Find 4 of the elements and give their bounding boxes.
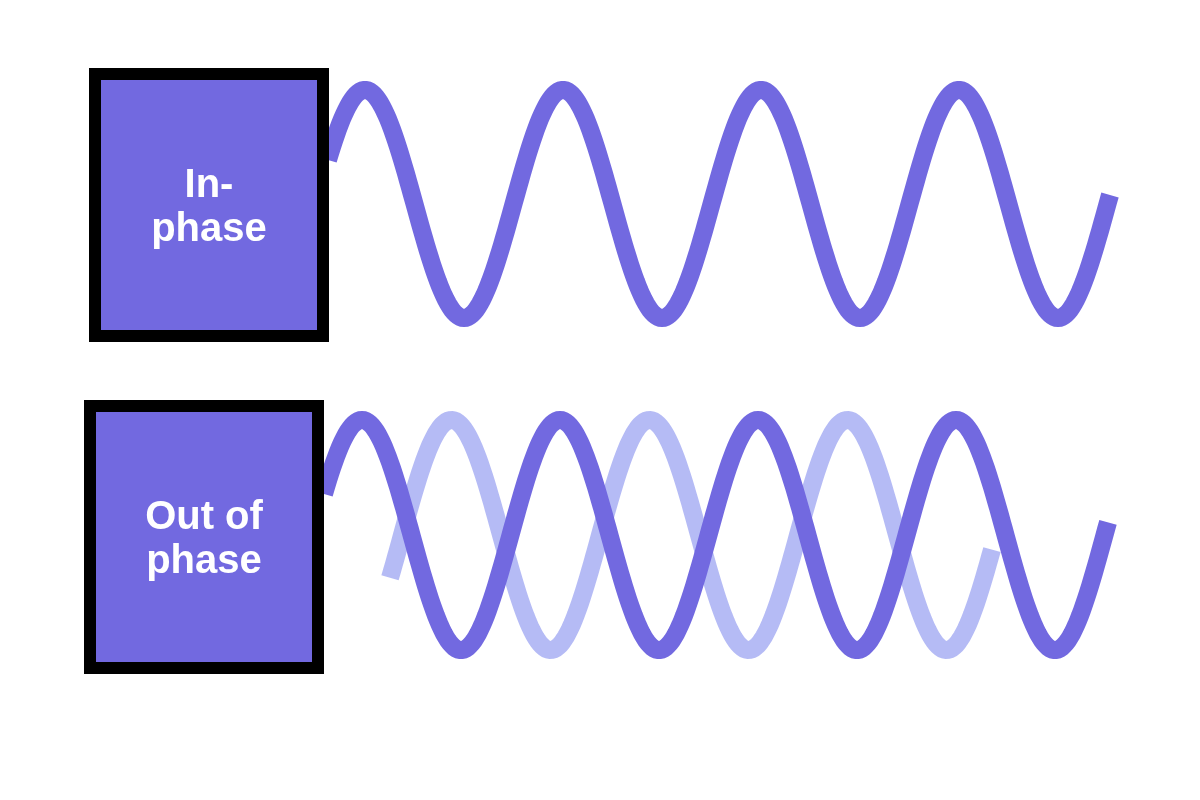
box-label: In-phase xyxy=(150,161,268,249)
label-box xyxy=(89,68,329,342)
box-label: Out of phase xyxy=(144,493,264,581)
label-box xyxy=(84,400,324,674)
